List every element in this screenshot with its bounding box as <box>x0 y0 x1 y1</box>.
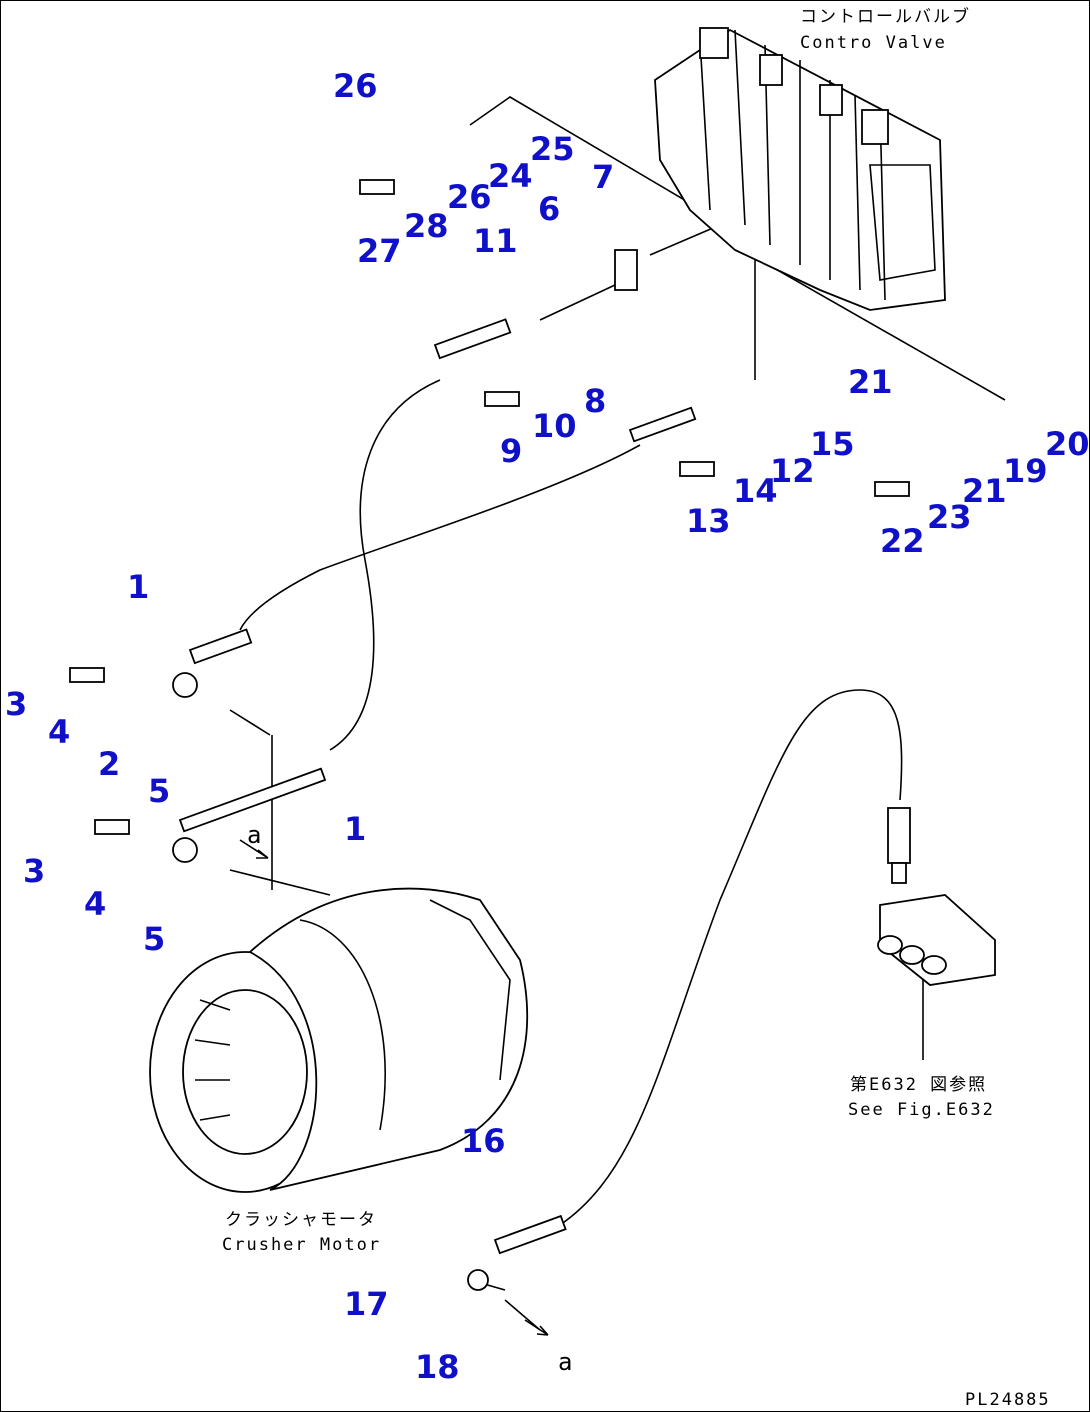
callout-number: 26 <box>447 178 492 216</box>
callout-number: 7 <box>592 158 614 196</box>
crusher-motor-caption-en: Crusher Motor <box>222 1235 381 1255</box>
callout-number: 5 <box>148 772 170 810</box>
callout-number: 27 <box>357 232 402 270</box>
callout-number: 4 <box>48 713 70 751</box>
callout-number: 8 <box>584 382 606 420</box>
control-valve <box>654 27 946 311</box>
callout-number: 3 <box>23 852 45 890</box>
callout-number: 3 <box>5 685 27 723</box>
callout-number: 14 <box>733 472 778 510</box>
callout-number: 16 <box>461 1122 506 1160</box>
callout-number: 1 <box>127 568 149 606</box>
callout-number: 15 <box>810 425 855 463</box>
see-fig-caption-jp: 第E632 図参照 <box>850 1075 987 1095</box>
leader-lines <box>229 96 1006 1331</box>
callout-number: 12 <box>770 452 815 490</box>
callout-number: 10 <box>532 407 577 445</box>
callout-number: 21 <box>848 363 893 401</box>
callout-number: 21 <box>962 472 1007 510</box>
distribution-block <box>877 807 996 986</box>
callout-number: 22 <box>880 522 925 560</box>
callout-number: 13 <box>686 502 731 540</box>
callout-number: 18 <box>415 1348 460 1386</box>
callout-number: 23 <box>927 498 972 536</box>
view-a-label-top: a <box>247 821 261 849</box>
callout-number: 28 <box>404 207 449 245</box>
hose-fittings <box>69 179 910 1291</box>
callout-number: 1 <box>344 810 366 848</box>
crusher-motor <box>149 887 529 1193</box>
see-fig-caption-en: See Fig.E632 <box>848 1100 995 1120</box>
callout-number: 17 <box>344 1285 389 1323</box>
callout-number: 4 <box>84 885 106 923</box>
callout-number: 11 <box>473 222 518 260</box>
control-valve-caption-en: Contro Valve <box>800 33 947 53</box>
callout-number: 2 <box>98 745 120 783</box>
callout-number: 19 <box>1003 452 1048 490</box>
crusher-motor-caption-jp: クラッシャモータ <box>225 1210 377 1230</box>
callout-number: 24 <box>488 157 533 195</box>
callout-number: 9 <box>500 432 522 470</box>
arrows <box>239 839 549 1336</box>
callout-number: 25 <box>530 130 575 168</box>
callout-number: 20 <box>1045 425 1090 463</box>
callout-number: 26 <box>333 67 378 105</box>
control-valve-caption-jp: コントロールバルブ <box>800 6 971 27</box>
callout-number: 5 <box>143 920 165 958</box>
captions: コントロールバルブ Contro Valve クラッシャモータ Crusher … <box>222 6 1051 1410</box>
callout-number: 6 <box>538 190 560 228</box>
view-a-label-bottom: a <box>558 1348 572 1376</box>
drawing-code: PL24885 <box>965 1390 1051 1410</box>
